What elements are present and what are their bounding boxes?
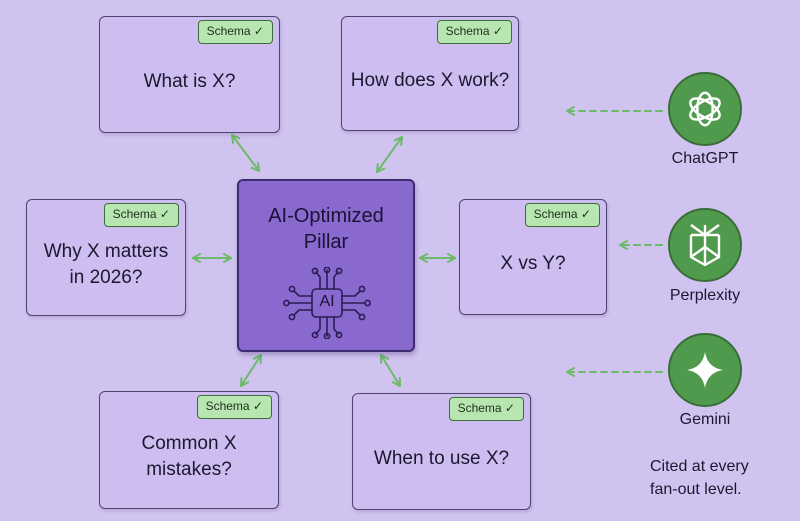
pillar-title: AI-Optimized Pillar [268,205,384,253]
perplexity-label: Perplexity [669,287,741,304]
ai-chip-label: AI [319,293,335,310]
topic-card-why-x-matters: Schema ✓ Why X matters in 2026? [26,199,186,316]
gemini-logo [668,333,742,407]
arrow-pillar-what-is-x [231,134,260,172]
perplexity-logo [668,208,742,282]
topic-label: Common X mistakes? [141,433,237,480]
topic-card-when-to-use-x: Schema ✓ When to use X? [352,393,531,510]
arrow-pillar-common-x-mistakes [240,354,262,387]
schema-badge: Schema ✓ [197,20,273,44]
arrow-pillar-how-does-x-work [376,136,403,173]
schema-badge: Schema ✓ [103,203,179,227]
chatgpt-label: ChatGPT [671,150,739,167]
schema-badge: Schema ✓ [524,203,600,227]
topic-label: What is X? [143,70,236,92]
topic-card-common-x-mistakes: Schema ✓ Common X mistakes? [99,391,279,509]
topic-card-how-does-x-work: Schema ✓ How does X work? [341,16,519,131]
schema-badge: Schema ✓ [448,397,524,421]
ai-chip-icon [283,267,371,339]
topic-label: How does X work? [350,69,510,91]
gemini-label: Gemini [679,411,731,428]
pillar-card: AI-Optimized Pillar [237,179,415,352]
chatgpt-logo [668,72,742,146]
arrow-pillar-when-to-use-x [380,354,401,387]
topic-card-x-vs-y: Schema ✓ X vs Y? [459,199,607,315]
topic-label: When to use X? [373,447,510,469]
citation-note: Cited at every fan-out level. [650,458,749,498]
topic-card-what-is-x: Schema ✓ What is X? [99,16,280,133]
schema-badge: Schema ✓ [436,20,512,44]
topic-label: Why X matters in 2026? [43,240,169,288]
topic-label: X vs Y? [500,253,566,274]
schema-badge: Schema ✓ [196,395,272,419]
openai-knot-icon [689,91,721,127]
gemini-sparkle-icon [687,352,723,388]
perplexity-icon [689,224,721,267]
